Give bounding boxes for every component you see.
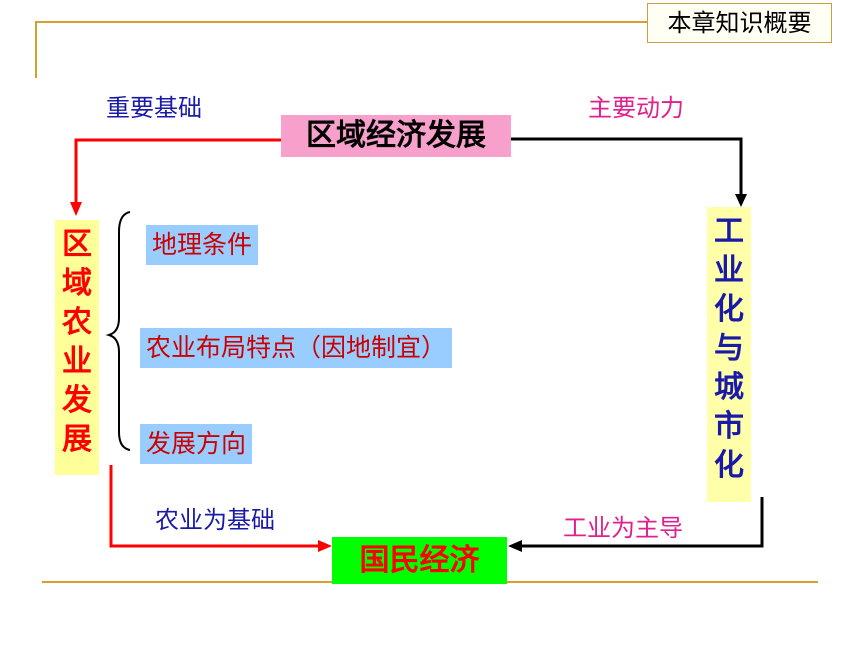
- curly-brace: [105, 211, 131, 451]
- national-economy-box: 国民经济: [332, 537, 507, 584]
- agri-char: 域: [62, 266, 92, 301]
- label-industry-lead: 工业为主导: [563, 514, 683, 542]
- top-rule: [35, 21, 647, 78]
- industry-char: 与: [714, 331, 744, 366]
- agri-char: 业: [62, 344, 92, 379]
- agri-char: 展: [62, 422, 92, 457]
- arrow-agri-to-national: [109, 465, 320, 548]
- regional-economy-box: 区域经济发展: [281, 115, 511, 157]
- arrowhead-agriculture: [70, 202, 82, 216]
- arrow-to-industry: [511, 137, 743, 196]
- arrow-industry-to-national: [520, 497, 764, 548]
- factor-layout: 农业布局特点（因地制宜）: [140, 328, 453, 368]
- industry-char: 城: [714, 370, 744, 405]
- arrowhead-agri-national: [318, 540, 332, 552]
- agri-char: 区: [62, 227, 92, 262]
- industry-char: 化: [714, 292, 744, 327]
- regional-agriculture-box: 区 域 农 业 发 展: [55, 220, 99, 475]
- label-important-base: 重要基础: [106, 94, 202, 122]
- industry-char: 业: [714, 253, 744, 288]
- label-agriculture-base: 农业为基础: [155, 506, 275, 534]
- arrow-to-agriculture: [74, 138, 281, 204]
- factor-geography: 地理条件: [146, 225, 259, 265]
- chapter-summary-button[interactable]: 本章知识概要: [647, 3, 832, 43]
- agri-char: 发: [62, 383, 92, 418]
- industry-char: 化: [714, 448, 744, 483]
- label-main-power: 主要动力: [588, 94, 684, 122]
- industry-char: 市: [714, 409, 744, 444]
- agri-char: 农: [62, 305, 92, 340]
- arrowhead-industry: [735, 194, 747, 207]
- industry-char: 工: [714, 214, 744, 249]
- arrowhead-industry-national: [508, 540, 522, 552]
- factor-direction: 发展方向: [140, 424, 253, 464]
- industrialization-box: 工 业 化 与 城 市 化: [707, 207, 751, 502]
